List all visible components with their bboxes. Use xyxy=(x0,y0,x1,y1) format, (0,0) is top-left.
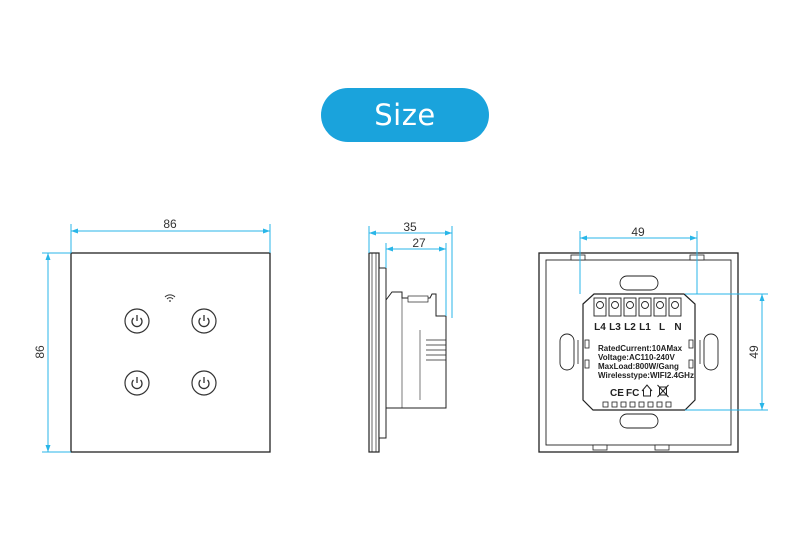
wifi-icon xyxy=(164,294,176,302)
power-button-top-right[interactable] xyxy=(191,308,217,334)
terminal-label: L4 xyxy=(594,322,606,333)
side-total-depth-dimension: 35 xyxy=(368,220,453,318)
front-view: 86 86 xyxy=(33,217,271,453)
spec-line: MaxLoad:800W/Gang xyxy=(598,362,679,371)
weee-bin-icon xyxy=(657,384,669,398)
back-box-height-dimension: 49 xyxy=(685,293,768,411)
spec-line: Wirelesstype:WIFI2.4GHz xyxy=(598,371,694,380)
front-width-dimension: 86 xyxy=(70,217,271,253)
front-height-label: 86 xyxy=(33,345,47,359)
front-width-label: 86 xyxy=(163,217,177,231)
power-icon xyxy=(131,377,143,390)
size-title-badge: Size xyxy=(321,88,489,142)
spec-line: RatedCurrent:10AMax xyxy=(598,344,683,353)
ce-mark: CE xyxy=(610,388,624,399)
side-box-depth-label: 27 xyxy=(412,236,426,250)
side-view: 35 27 xyxy=(368,220,453,453)
power-icon xyxy=(131,315,143,328)
front-height-dimension: 86 xyxy=(33,252,71,453)
fc-mark: FC xyxy=(626,388,639,399)
terminal-label: N xyxy=(674,322,681,333)
back-plate-inner xyxy=(545,259,732,446)
power-icon xyxy=(198,377,210,390)
power-button-bottom-right[interactable] xyxy=(191,370,217,396)
back-box-width-label: 49 xyxy=(631,225,645,239)
front-panel xyxy=(70,252,271,453)
back-box: L4 L3 L2 L1 L N RatedCurrent:10AMax Volt… xyxy=(582,293,696,411)
house-icon xyxy=(641,384,653,397)
spec-line: Voltage:AC110-240V xyxy=(598,353,675,362)
side-glass-panel xyxy=(368,252,380,453)
back-box-width-dimension: 49 xyxy=(579,225,698,294)
terminal-label: L1 xyxy=(639,322,651,333)
terminal-label: L3 xyxy=(609,322,621,333)
side-back-box xyxy=(385,291,447,409)
back-box-height-label: 49 xyxy=(747,345,761,359)
side-box-depth-dimension: 27 xyxy=(385,236,447,316)
power-button-bottom-left[interactable] xyxy=(124,370,150,396)
power-button-top-left[interactable] xyxy=(124,308,150,334)
side-base-plate xyxy=(378,267,387,439)
terminal-label: L xyxy=(659,322,665,333)
side-total-depth-label: 35 xyxy=(403,220,417,234)
back-view: L4 L3 L2 L1 L N RatedCurrent:10AMax Volt… xyxy=(538,225,768,453)
terminal-screws xyxy=(593,297,682,317)
mounting-slots xyxy=(559,275,719,429)
size-title: Size xyxy=(374,98,436,132)
power-icon xyxy=(198,315,210,328)
terminal-label: L2 xyxy=(624,322,636,333)
